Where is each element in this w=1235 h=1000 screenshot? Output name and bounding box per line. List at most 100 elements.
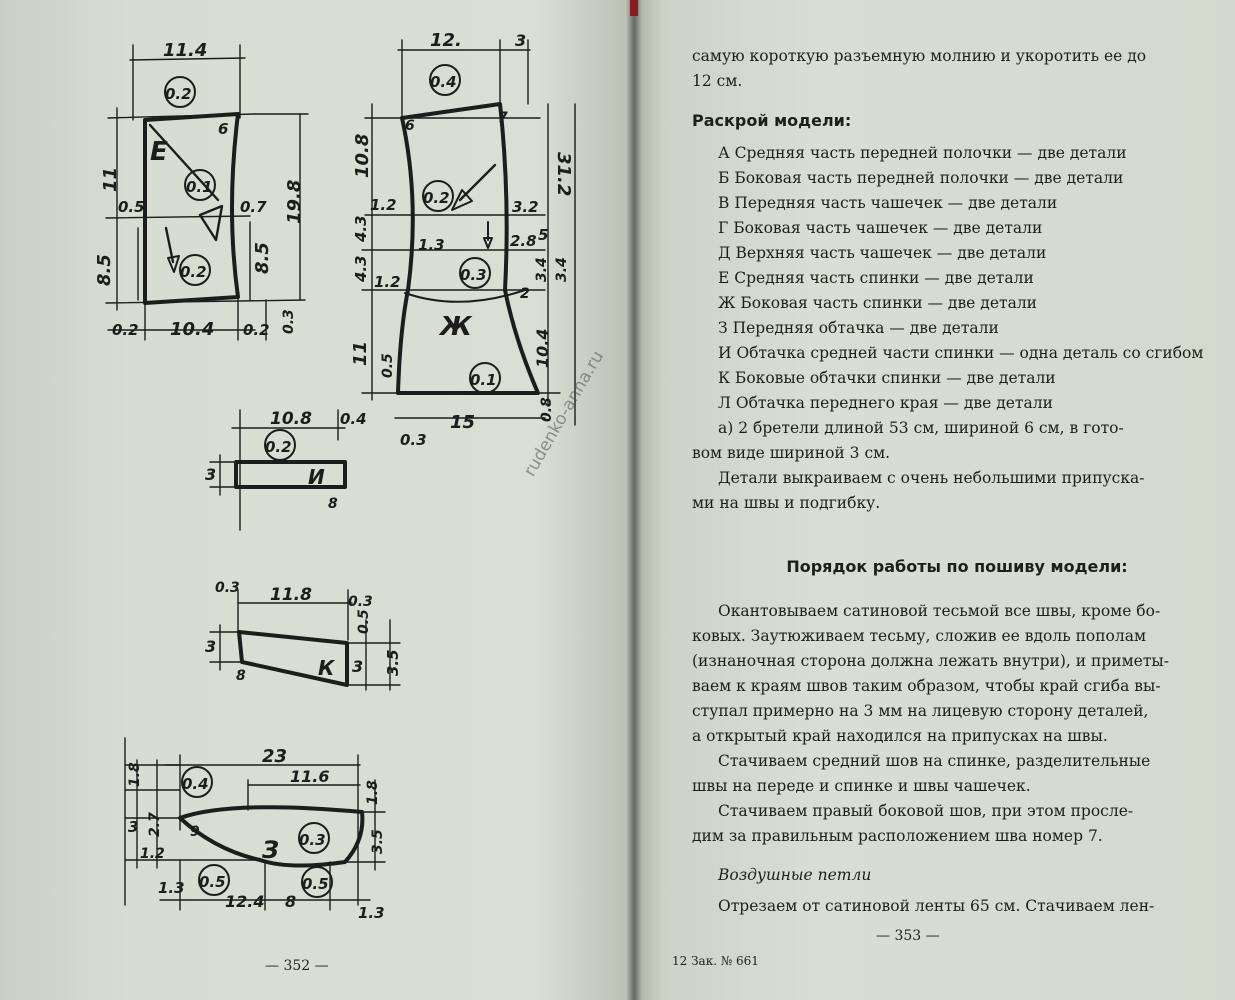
dimension-label: 12. <box>430 30 462 51</box>
dimension-label: 0.2 <box>165 85 192 103</box>
dimension-label: 19.8 <box>284 180 305 224</box>
dimension-label: 1.3 <box>358 904 385 922</box>
list-item: З Передняя обтачка — две детали <box>718 319 999 337</box>
dimension-label: 31.2 <box>553 152 574 196</box>
dimension-label: 2.7 <box>147 812 163 837</box>
pattern-drawings: 0.2 0.1 0.2 Е 6 11.4 11 0.5 0.7 8.5 8.5 … <box>0 0 634 1000</box>
dimension-label: 8.5 <box>252 242 273 274</box>
text-line: Стачиваем правый боковой шов, при этом п… <box>718 802 1134 820</box>
pattern-z: 0.4 0.3 0.5 0.5 23 11.6 1.8 3 2.7 1.8 3.… <box>124 737 386 922</box>
subheading: Воздушные петли <box>718 866 872 884</box>
dimension-label: 3 <box>515 31 526 50</box>
dimension-label: 3.2 <box>512 198 539 216</box>
dimension-label: 3.4 <box>534 257 550 282</box>
list-item: И Обтачка средней части спинки — одна де… <box>718 344 1204 362</box>
dimension-label: 4.3 <box>352 215 370 243</box>
list-item: К Боковые обтачки спинки — две детали <box>718 369 1056 387</box>
cutting-list: А Средняя часть передней полочки — две д… <box>692 141 1222 441</box>
text-line: 12 см. <box>692 72 743 90</box>
pattern-k: 11.8 0.3 0.3 0.5 3 3 3.5 К 8 <box>205 580 402 691</box>
dimension-label: 3.5 <box>384 649 402 676</box>
text-line: Окантовываем сатиновой тесьмой все швы, … <box>718 602 1161 620</box>
list-item: Г Боковая часть чашечек — две детали <box>718 219 1043 237</box>
dimension-label: 10.4 <box>170 319 214 340</box>
dimension-label: 11.6 <box>290 767 329 786</box>
dimension-label: 3.5 <box>370 829 386 854</box>
dimension-label: 8.5 <box>94 254 115 286</box>
dimension-label: 1.3 <box>418 236 445 254</box>
pattern-label-z: З <box>261 836 279 864</box>
text-line: а открытый край находился на припусках н… <box>692 727 1108 745</box>
dimension-label: 0.4 <box>182 775 209 793</box>
dimension-label: 0.3 <box>400 431 427 449</box>
dimension-label: 11 <box>100 167 121 192</box>
text-line: ковых. Заутюживаем тесьму, сложив ее вдо… <box>692 627 1147 645</box>
dimension-label: 8 <box>328 496 338 512</box>
dimension-label: 1.2 <box>140 846 165 862</box>
dimension-label: 7 <box>498 110 508 126</box>
dimension-label: 9 <box>190 824 200 840</box>
dimension-label: 2.8 <box>510 232 537 250</box>
dimension-label: 0.5 <box>356 609 372 634</box>
bookmark-ribbon <box>630 0 638 16</box>
pattern-label-zh: Ж <box>438 312 473 342</box>
dimension-label: 6 <box>218 120 228 138</box>
dimension-label: 0.4 <box>340 410 367 428</box>
text-line: Стачиваем средний шов на спинке, раздели… <box>718 752 1151 770</box>
list-item: Е Средняя часть спинки — две детали <box>718 269 1034 287</box>
dimension-label: 11.4 <box>163 40 207 61</box>
print-order-footer: 12 Зак. № 661 <box>672 954 759 968</box>
list-item: а) 2 бретели длиной 53 см, шириной 6 см,… <box>718 419 1124 437</box>
pattern-i: 0.2 10.8 0.4 3 И 8 <box>205 409 367 531</box>
text-line: самую короткую разъемную молнию и укорот… <box>692 47 1147 65</box>
list-item: Б Боковая часть передней полочки — две д… <box>718 169 1124 187</box>
dimension-label: 3.4 <box>554 257 570 282</box>
dimension-label: 8 <box>285 892 296 911</box>
dimension-label: 0.3 <box>348 594 373 610</box>
dimension-label: 5 <box>538 226 548 244</box>
list-item: Л Обтачка переднего края — две детали <box>718 394 1053 412</box>
dimension-label: 0.4 <box>430 73 457 91</box>
dimension-label: 0.3 <box>281 309 297 334</box>
pattern-label-e: Е <box>150 137 168 167</box>
dimension-label: 6 <box>405 118 415 134</box>
dimension-label: 11 <box>350 341 371 366</box>
pattern-e: 0.2 0.1 0.2 Е 6 11.4 11 0.5 0.7 8.5 8.5 … <box>94 40 309 341</box>
text-line: дим за правильным расположением шва номе… <box>692 827 1103 845</box>
dimension-label: 10.4 <box>533 329 552 368</box>
dimension-label: 1.8 <box>365 780 381 805</box>
dimension-label: 0.3 <box>299 831 326 849</box>
dimension-label: 11.8 <box>270 585 312 605</box>
dimension-label: 12.4 <box>225 892 264 911</box>
text-line: ми на швы и подгибку. <box>692 494 881 512</box>
dimension-label: 0.2 <box>265 438 292 456</box>
page-number-right: — 353 — <box>876 928 940 944</box>
text-line: вом виде шириной 3 см. <box>692 444 891 462</box>
right-page <box>634 0 1235 1000</box>
book-spine <box>626 0 642 1000</box>
list-item: В Передняя часть чашечек — две детали <box>718 194 1058 212</box>
dimension-label: 0.1 <box>186 178 213 196</box>
list-item: Д Верхняя часть чашечек — две детали <box>718 244 1047 262</box>
dimension-label: 0.8 <box>539 397 555 422</box>
dimension-label: 10.8 <box>352 134 373 178</box>
dimension-label: 1.3 <box>158 879 185 897</box>
dimension-label: 0.5 <box>302 875 329 893</box>
dimension-label: 23 <box>262 746 287 767</box>
dimension-label: 0.7 <box>240 198 267 216</box>
pattern-label-k: К <box>318 656 336 680</box>
text-line: ваем к краям швов таким образом, чтобы к… <box>692 677 1161 695</box>
dimension-label: 0.2 <box>180 263 207 281</box>
page-number-left: — 352 — <box>265 958 329 974</box>
dimension-label: 1.2 <box>370 196 397 214</box>
work-heading: Порядок работы по пошиву модели: <box>786 557 1128 576</box>
dimension-label: 0.5 <box>380 353 396 378</box>
cutting-heading: Раскрой модели: <box>692 111 852 130</box>
list-item: А Средняя часть передней полочки — две д… <box>718 144 1127 162</box>
dimension-label: 3 <box>128 818 138 836</box>
dimension-label: 1.2 <box>374 273 401 291</box>
dimension-label: 10.8 <box>270 409 312 429</box>
dimension-label: 15 <box>450 412 475 433</box>
dimension-label: 8 <box>236 668 246 684</box>
